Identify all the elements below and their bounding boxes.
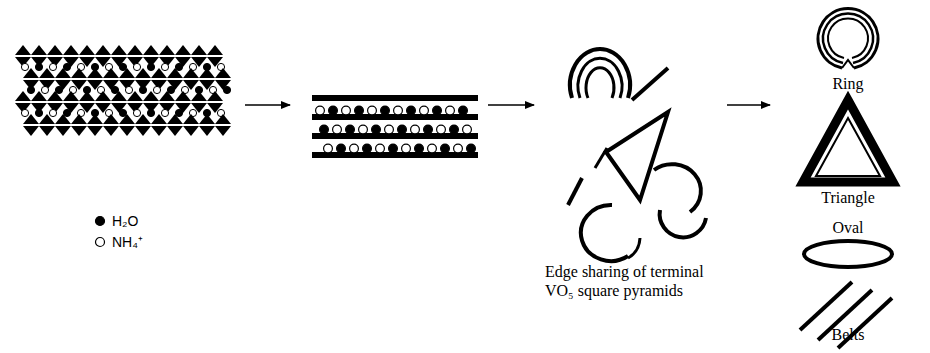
legend-text: NH₄⁺ [112,232,143,251]
triangle-shape [803,100,893,182]
legend-entry: H₂O [94,213,138,229]
label-text: Triangle [821,189,875,206]
legend-entry: NH₄⁺ [94,232,143,251]
belts-shape [800,282,892,348]
label-text: Belts [832,326,865,343]
label-text: Oval [832,219,863,236]
process-arrow [488,104,534,106]
layered-structure [15,45,231,136]
text-label: Oval [808,218,888,237]
text-label: Belts [808,325,888,344]
legend-symbol [94,215,106,227]
process-arrow [727,104,770,106]
label-text: Ring [832,75,863,92]
text-label: Ring [808,74,888,93]
text-label: Triangle [798,188,898,207]
oval-shape [804,241,892,267]
legend-symbol [94,236,106,248]
label-text: Edge sharing of terminal VO₅ square pyra… [545,263,704,299]
ring-shape [818,9,878,68]
legend-text: H₂O [112,213,138,229]
text-label: Edge sharing of terminal VO₅ square pyra… [545,262,725,300]
stacked-sheets [312,95,478,158]
fragments [568,49,706,261]
process-arrow [245,104,290,106]
